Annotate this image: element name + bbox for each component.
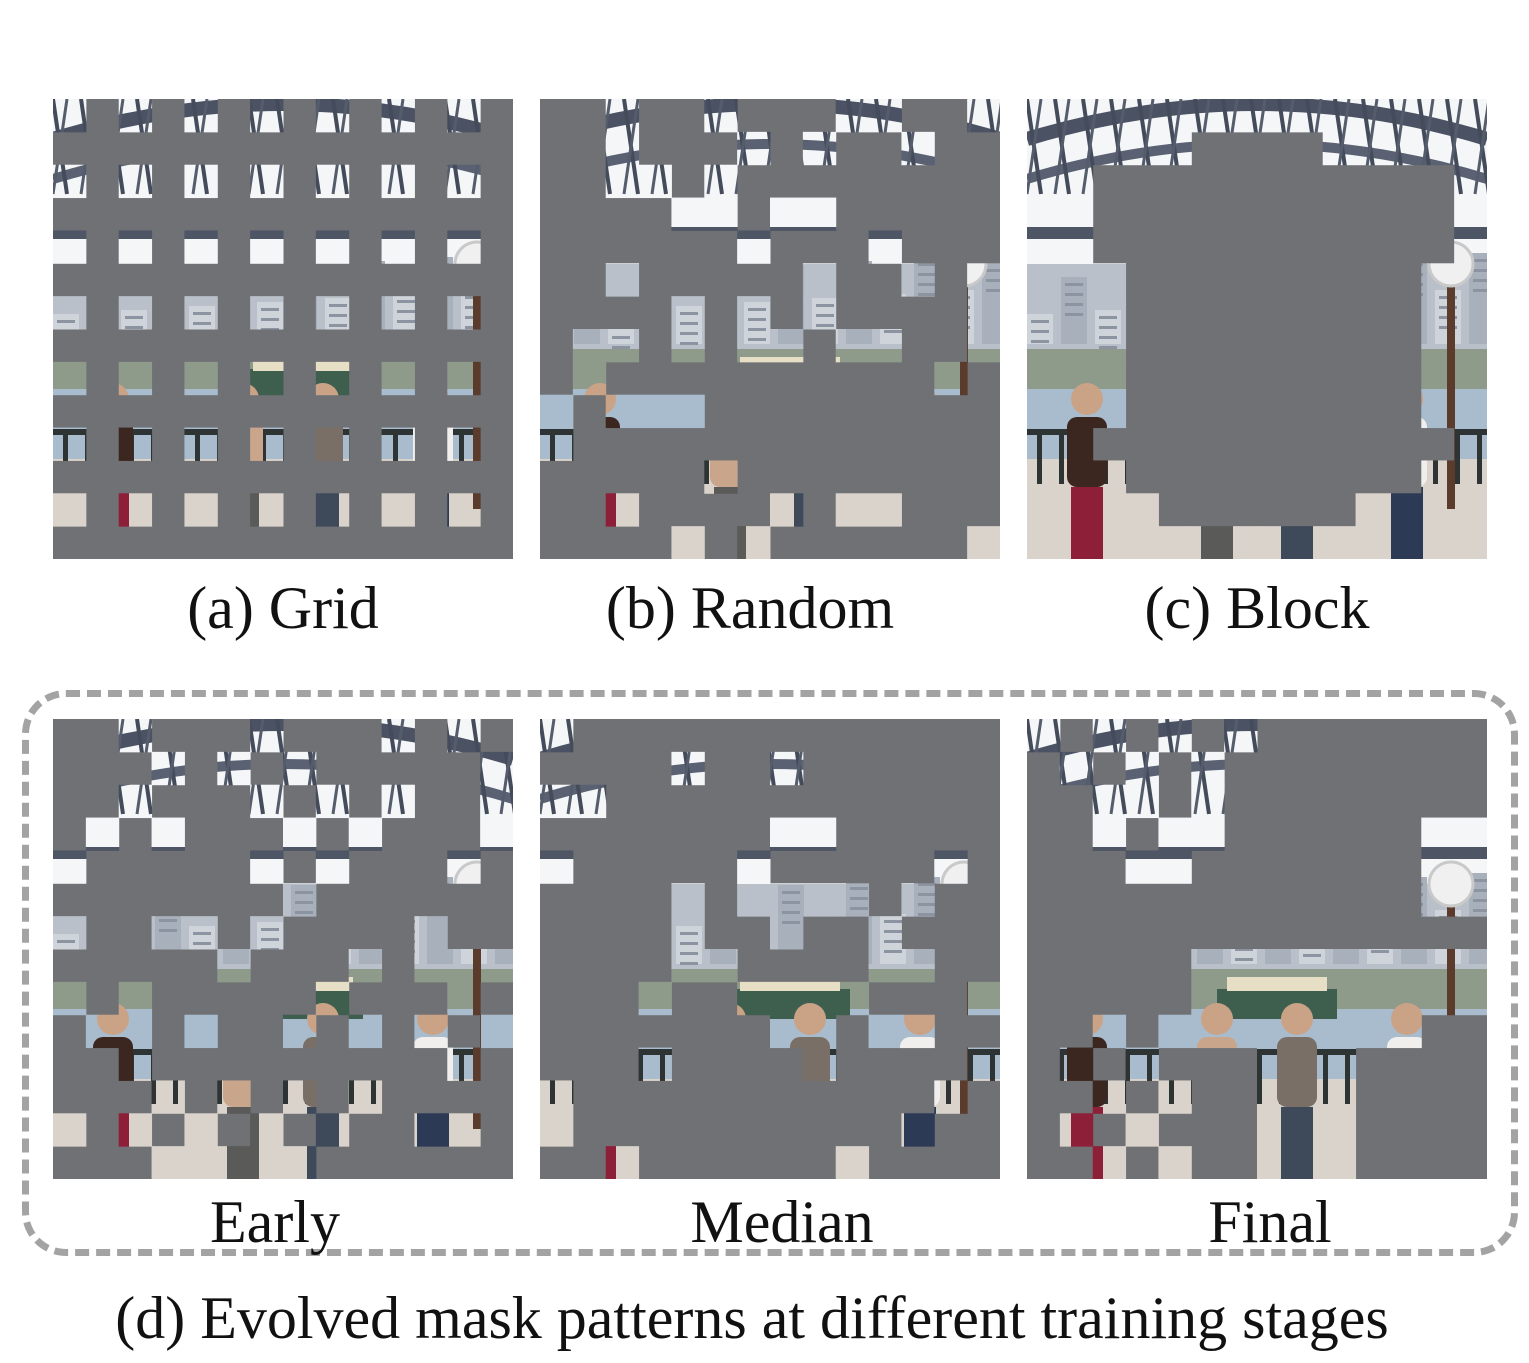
grid-mask-image — [53, 99, 513, 559]
caption-final: Final — [1208, 1189, 1332, 1255]
caption-median: Median — [690, 1189, 874, 1255]
caption-block: (c) Block — [1144, 575, 1370, 641]
early-mask-panel — [53, 719, 513, 1179]
random-mask-panel — [540, 99, 1000, 559]
random-mask-image — [540, 99, 1000, 559]
final-mask-image — [1027, 719, 1487, 1179]
final-mask-panel — [1027, 719, 1487, 1179]
block-mask-image — [1027, 99, 1487, 559]
caption-grid: (a) Grid — [187, 575, 379, 641]
caption-random: (b) Random — [605, 575, 895, 641]
evolved-group-box — [22, 690, 1518, 1256]
caption-evolved: (d) Evolved mask patterns at different t… — [115, 1285, 1389, 1351]
median-mask-panel — [540, 719, 1000, 1179]
median-mask-image — [540, 719, 1000, 1179]
block-mask-panel — [1027, 99, 1487, 559]
grid-mask-panel — [53, 99, 513, 559]
early-mask-image — [53, 719, 513, 1179]
caption-early: Early — [210, 1189, 340, 1255]
